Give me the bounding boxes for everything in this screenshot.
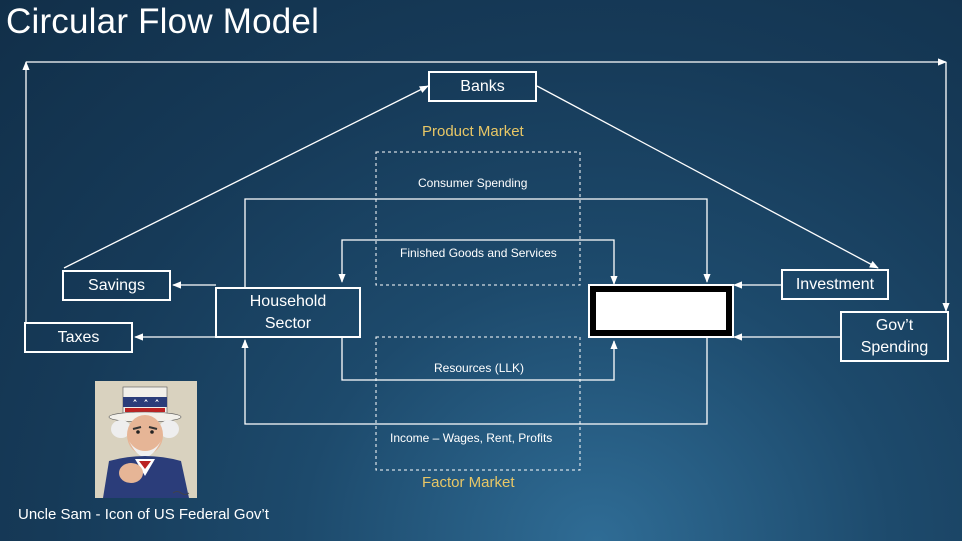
- resources-label: Resources (LLK): [434, 361, 525, 375]
- gov-spending-line1: Gov’t: [875, 316, 914, 334]
- income-label: Income – Wages, Rent, Profits: [390, 431, 553, 445]
- household-label-line2: Sector: [264, 314, 312, 332]
- page-title: Circular Flow Model: [6, 2, 320, 41]
- household-label-line1: Household: [249, 292, 327, 310]
- consumer-spending-arrow: [244, 198, 711, 287]
- finished-goods-arrow: [338, 239, 618, 285]
- investment-box: Investment: [781, 269, 889, 300]
- savings-label: Savings: [88, 276, 145, 294]
- banks-box: Banks: [428, 71, 537, 102]
- savings-box: Savings: [62, 270, 171, 301]
- taxes-label: Taxes: [57, 328, 100, 346]
- taxes-box: Taxes: [24, 322, 133, 353]
- uncle-sam-image: [95, 381, 197, 498]
- gov-spending-line2: Spending: [860, 338, 929, 356]
- income-arrow: [241, 338, 708, 425]
- consumer-spending-label: Consumer Spending: [418, 176, 528, 190]
- savings-to-banks-arrow: [63, 85, 429, 269]
- gov-spending-box: Gov’t Spending: [840, 311, 949, 362]
- product-market-region: [375, 151, 581, 286]
- image-caption: Uncle Sam - Icon of US Federal Gov’t: [18, 506, 269, 523]
- factor-market-region: [375, 336, 581, 471]
- business-sector-box: [588, 284, 734, 338]
- banks-to-investment-arrow: [536, 85, 879, 269]
- business-label-redacted: [596, 292, 726, 330]
- finished-goods-label: Finished Goods and Services: [400, 246, 557, 260]
- banks-label: Banks: [460, 77, 505, 95]
- factor-market-label: Factor Market: [422, 474, 515, 491]
- household-sector-box: Household Sector: [215, 287, 361, 338]
- resources-arrow: [341, 338, 618, 381]
- product-market-label: Product Market: [422, 123, 524, 140]
- investment-label: Investment: [795, 275, 875, 293]
